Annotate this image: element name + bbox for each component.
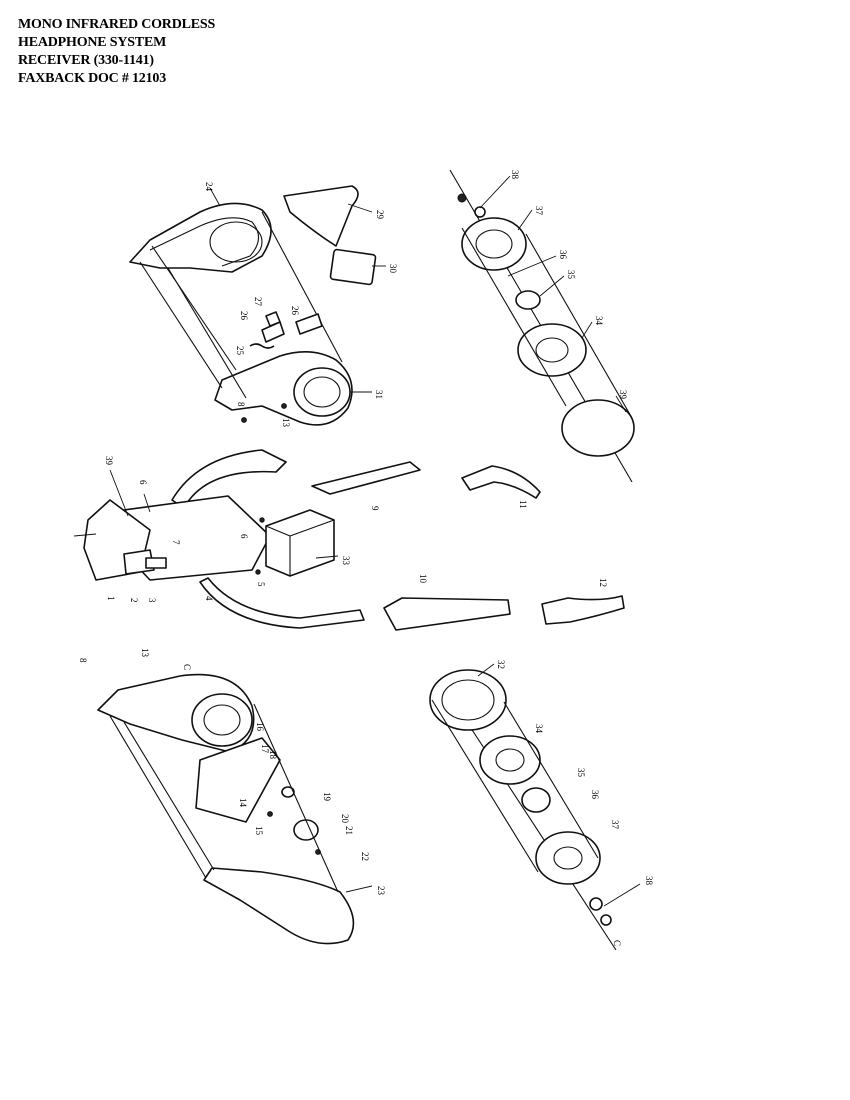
callout-36b: 36 — [590, 790, 600, 800]
knob-21 — [293, 819, 319, 841]
speaker-cup-37b — [535, 831, 601, 885]
ear-cushion-39 — [561, 399, 635, 457]
callout-26a: 26 — [239, 311, 249, 321]
spring-25 — [249, 343, 275, 349]
upper-speaker-stack — [449, 169, 635, 483]
callout-33: 33 — [341, 556, 351, 566]
callout-6b: 6 — [239, 534, 249, 539]
callout-20: 20 — [340, 814, 350, 824]
header-title-line-2: HEADPHONE SYSTEM — [18, 35, 167, 50]
callout-7: 7 — [171, 540, 181, 545]
battery-door-29 — [283, 185, 359, 247]
washer-19 — [281, 786, 295, 798]
callout-labels: 24 29 30 26 27 26 25 31 8 13 38 37 36 35… — [78, 170, 654, 946]
bracket-26b — [295, 313, 323, 335]
callout-17: 17 — [260, 744, 270, 754]
callout-25: 25 — [235, 346, 245, 356]
callout-38b: 38 — [644, 876, 654, 886]
slider-12 — [541, 595, 625, 625]
pcb-18 — [195, 737, 281, 823]
lower-speaker-stack — [429, 669, 617, 951]
middle-assembly — [73, 449, 625, 631]
header-title-line-1: MONO INFRARED CORDLESS — [18, 17, 216, 32]
bracket-27 — [265, 311, 281, 327]
callout-2: 2 — [129, 598, 139, 603]
header-doc-number: FAXBACK DOC # 12103 — [18, 71, 166, 86]
callout-1: 1 — [106, 596, 116, 601]
callout-6a: 6 — [138, 480, 148, 485]
callout-c-a: C — [182, 664, 192, 670]
slider-10 — [383, 597, 511, 631]
callout-19: 19 — [322, 792, 332, 802]
callout-27: 27 — [253, 297, 263, 307]
callout-29: 29 — [375, 210, 385, 220]
callout-3: 3 — [147, 598, 157, 603]
callout-9: 9 — [370, 506, 380, 511]
leader-lines — [109, 175, 641, 907]
spacer-34b — [479, 735, 541, 785]
driver-35b — [521, 787, 551, 813]
callout-36a: 36 — [558, 250, 568, 260]
callout-39a: 39 — [618, 390, 628, 400]
callout-8b: 8 — [78, 658, 88, 663]
callout-34a: 34 — [594, 316, 604, 326]
callout-32: 32 — [496, 660, 506, 669]
document-header: MONO INFRARED CORDLESS HEADPHONE SYSTEM … — [18, 16, 215, 88]
slider-9 — [311, 461, 421, 495]
headband-lower-4 — [199, 577, 365, 629]
speaker-ring-31 — [293, 367, 351, 417]
driver-35 — [515, 290, 541, 310]
callout-10: 10 — [418, 574, 428, 584]
callout-15: 15 — [254, 826, 264, 836]
callout-22: 22 — [360, 852, 370, 861]
earcup-base-23 — [203, 867, 355, 945]
callout-35b: 35 — [576, 768, 586, 778]
callout-14: 14 — [238, 798, 248, 808]
callout-31: 31 — [374, 390, 384, 399]
header-model-line: RECEIVER (330-1141) — [18, 53, 154, 68]
callout-8a: 8 — [236, 402, 246, 407]
callout-11: 11 — [518, 500, 528, 509]
battery-30 — [329, 248, 377, 286]
callout-34b: 34 — [534, 724, 544, 734]
callout-16: 16 — [255, 722, 265, 732]
earcup-shell-24 — [129, 202, 272, 273]
slider-11 — [461, 465, 541, 499]
lower-earcup-assembly — [97, 673, 355, 945]
callout-39b: 39 — [104, 456, 114, 466]
callout-21: 21 — [344, 826, 354, 835]
callout-5: 5 — [256, 582, 266, 587]
callout-13b: 13 — [140, 648, 150, 658]
callout-26b: 26 — [290, 306, 300, 316]
callout-18: 18 — [268, 750, 278, 760]
callout-4: 4 — [204, 596, 214, 601]
callout-37a: 37 — [534, 206, 544, 216]
cushion-32 — [429, 669, 507, 731]
speaker-ring-16 — [191, 693, 253, 747]
callout-30: 30 — [388, 264, 398, 274]
callout-24: 24 — [204, 182, 214, 192]
callout-23: 23 — [376, 886, 386, 896]
spacer-34 — [517, 323, 587, 377]
callout-c-b: C — [612, 940, 622, 946]
callout-13a: 13 — [281, 418, 291, 428]
upper-earcup-assembly — [129, 185, 377, 426]
callout-37b: 37 — [610, 820, 620, 830]
callout-12: 12 — [598, 578, 608, 587]
speaker-cup-37 — [461, 217, 527, 271]
switch-3 — [145, 557, 167, 569]
callout-35a: 35 — [566, 270, 576, 280]
headband-upper — [171, 449, 287, 509]
callout-38a: 38 — [510, 170, 520, 180]
module-33 — [265, 509, 335, 577]
